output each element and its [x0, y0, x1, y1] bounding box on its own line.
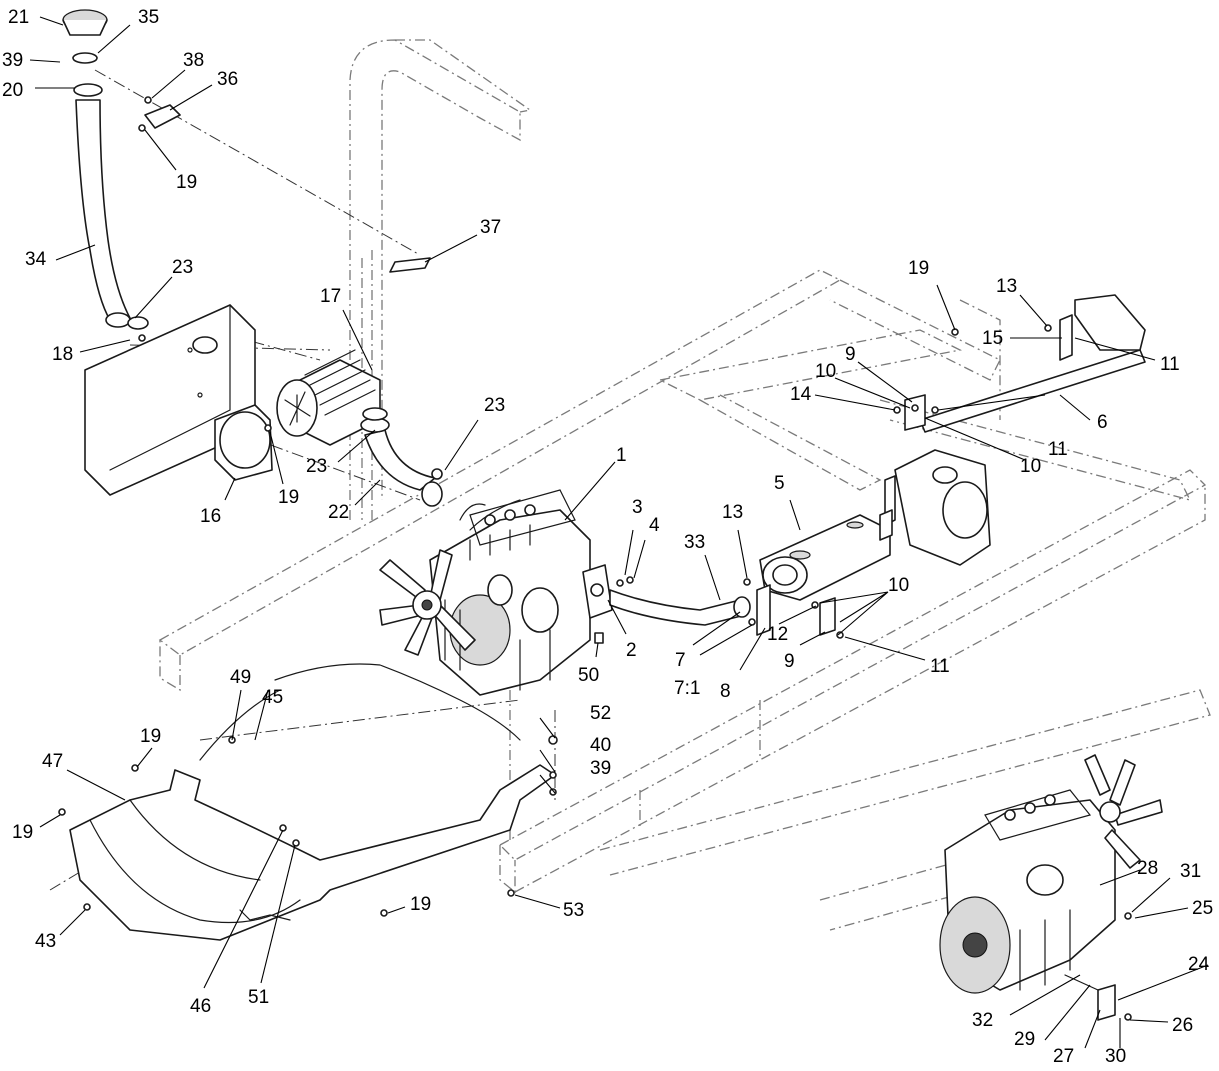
clamp-20	[73, 83, 103, 97]
leader-lines	[29, 16, 1209, 1049]
bracket-24	[1097, 984, 1116, 1021]
callout-50: 50	[578, 665, 599, 686]
callout-39: 39	[590, 758, 611, 779]
engine-main	[379, 489, 613, 696]
callout-1: 1	[616, 445, 627, 466]
callout-23: 23	[484, 395, 505, 416]
callout-21: 21	[8, 7, 29, 28]
callout-35: 35	[138, 7, 159, 28]
exhaust-system	[609, 514, 891, 639]
callout-39: 39	[2, 50, 23, 71]
callout-10: 10	[1020, 456, 1041, 477]
callout-10: 10	[815, 361, 836, 382]
callout-23: 23	[172, 257, 193, 278]
callout-25: 25	[1192, 898, 1213, 919]
belly-shield	[58, 663, 558, 941]
intake-tube-34	[75, 99, 131, 321]
callout-34: 34	[25, 249, 47, 270]
callout-19: 19	[278, 487, 299, 508]
screw-18	[138, 334, 146, 342]
bracket-36	[144, 104, 181, 129]
callout-23: 23	[306, 456, 327, 477]
engine-inset	[939, 754, 1163, 1021]
callout-labels: 21 35 39 20 38 36 19 34 23 18 17 16 19 2…	[2, 7, 1213, 1067]
callout-26: 26	[1172, 1015, 1193, 1036]
callout-11: 11	[1160, 354, 1180, 375]
callout-7: 7	[675, 650, 686, 671]
callout-31: 31	[1180, 861, 1201, 882]
callout-11: 11	[1048, 439, 1068, 460]
callout-45: 45	[262, 687, 283, 708]
callout-12: 12	[767, 624, 788, 645]
callout-13: 13	[996, 276, 1017, 297]
plug-50	[594, 632, 604, 644]
callout-24: 24	[1188, 954, 1210, 975]
hydro-pump	[879, 449, 991, 566]
callout-16: 16	[200, 506, 221, 527]
intake-tube	[62, 9, 181, 342]
callout-14: 14	[790, 384, 812, 405]
callout-19: 19	[908, 258, 929, 279]
callout-8: 8	[720, 681, 731, 702]
callout-19: 19	[140, 726, 161, 747]
callout-40: 40	[590, 735, 611, 756]
air-cleaner	[214, 349, 381, 481]
callout-27: 27	[1053, 1046, 1074, 1067]
bracket-8	[756, 584, 771, 636]
callout-17: 17	[320, 286, 341, 307]
callout-37: 37	[480, 217, 501, 238]
callout-32: 32	[972, 1010, 993, 1031]
bracket-9-upper	[904, 394, 926, 431]
callout-53: 53	[563, 900, 584, 921]
callout-22: 22	[328, 502, 349, 523]
callout-52: 52	[590, 703, 611, 724]
callout-3: 3	[632, 497, 643, 518]
engine-fan	[379, 549, 476, 656]
callout-13: 13	[722, 502, 743, 523]
callout-47: 47	[42, 751, 63, 772]
callout-7-1: 7:1	[674, 678, 700, 699]
callout-15: 15	[982, 328, 1003, 349]
callout-9: 9	[845, 344, 856, 365]
callout-2: 2	[626, 640, 637, 661]
clamp-35	[72, 52, 98, 64]
callout-9: 9	[784, 651, 795, 672]
callout-18: 18	[52, 344, 73, 365]
bracket-15	[1059, 314, 1073, 361]
callout-11: 11	[930, 656, 950, 677]
strap-37	[389, 257, 431, 273]
intake-hose	[360, 407, 443, 507]
callout-29: 29	[1014, 1029, 1035, 1050]
callout-20: 20	[2, 80, 23, 101]
callout-6: 6	[1097, 412, 1108, 433]
bracket-9	[819, 597, 836, 636]
callout-49: 49	[230, 667, 251, 688]
callout-43: 43	[35, 931, 56, 952]
callout-46: 46	[190, 996, 211, 1017]
callout-30: 30	[1105, 1046, 1126, 1067]
callout-19: 19	[410, 894, 431, 915]
callout-51: 51	[248, 987, 269, 1008]
callout-19: 19	[176, 172, 197, 193]
callout-19: 19	[12, 822, 33, 843]
callout-28: 28	[1137, 858, 1158, 879]
mount-plate	[84, 304, 256, 496]
callout-4: 4	[649, 515, 660, 536]
callout-36: 36	[217, 69, 238, 90]
callout-10: 10	[888, 575, 909, 596]
callout-5: 5	[774, 473, 785, 494]
clamp-23	[127, 316, 149, 330]
callout-33: 33	[684, 532, 705, 553]
callout-38: 38	[183, 50, 204, 71]
hood-support-rail	[893, 294, 1146, 433]
